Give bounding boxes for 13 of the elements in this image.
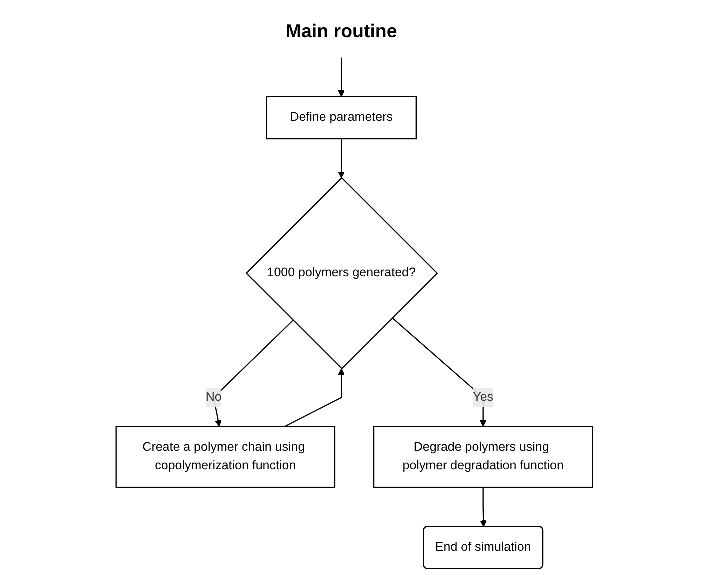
arrow — [338, 58, 346, 98]
arrow — [213, 320, 294, 427]
node-text: Main routine — [286, 21, 398, 42]
arrow — [284, 368, 346, 428]
node-box: Create a polymer chain using copolymerization function — [116, 426, 336, 488]
node-box: Degrade polymers using polymer degradation function — [373, 426, 594, 488]
node-box: Define parameters — [266, 96, 417, 140]
arrow — [338, 139, 346, 178]
node-diamond: 1000 polymers generated? — [246, 177, 438, 370]
edge-label: No — [206, 390, 222, 404]
arrow — [392, 318, 487, 427]
arrow — [480, 488, 488, 528]
edge-label: Yes — [473, 390, 494, 404]
